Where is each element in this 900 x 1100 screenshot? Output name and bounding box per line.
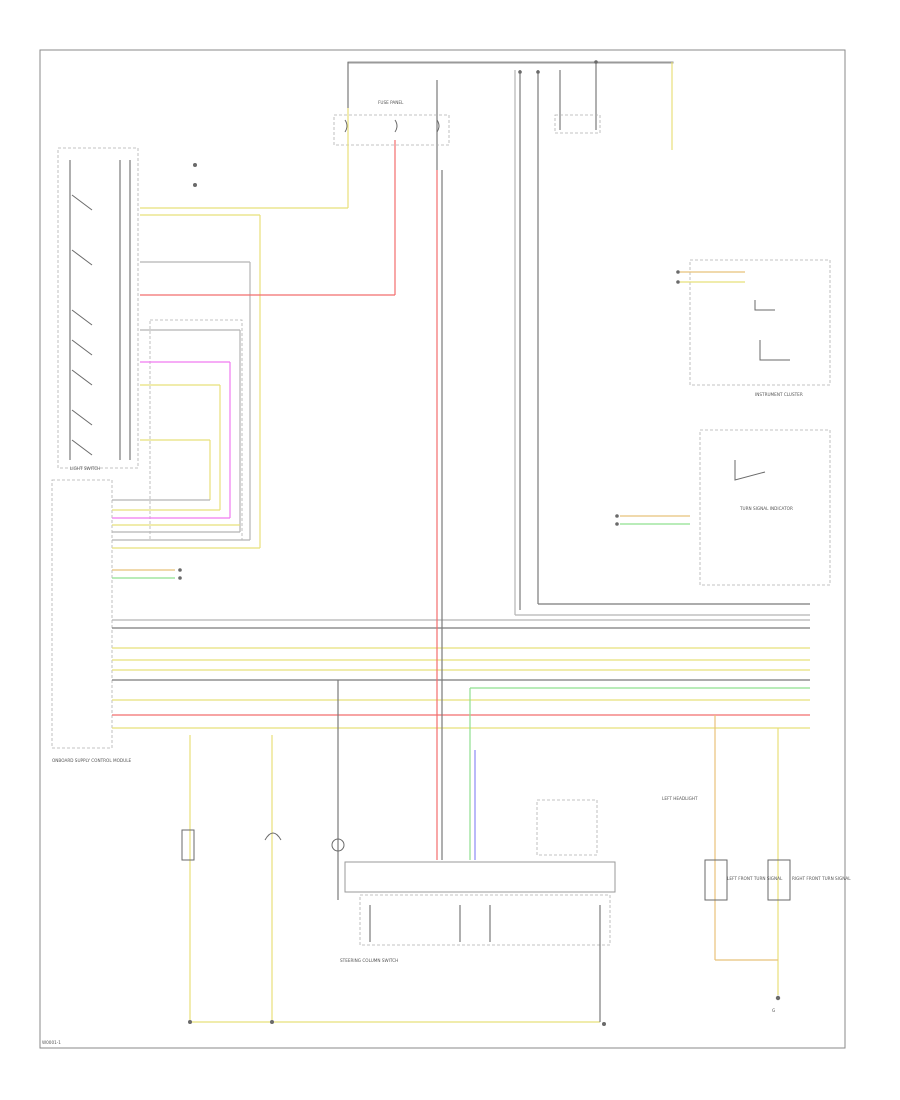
diagram-code: W0001-1: [42, 1040, 61, 1045]
ground-label: G: [772, 1008, 775, 1013]
light-switch: LIGHT SWITCH: [57, 147, 197, 471]
turn-signal-indicator: TURN SIGNAL INDICATOR: [615, 429, 831, 586]
diagram-border: [39, 49, 846, 1049]
turn-signal-indicator-label: TURN SIGNAL INDICATOR: [739, 506, 793, 511]
fuse-panel: FUSE PANEL: [333, 60, 674, 610]
fuse-panel-label: FUSE PANEL: [378, 100, 404, 105]
right-front-turn-signal: [767, 859, 791, 901]
left-front-turn-signal-label: LEFT FRONT TURN SIGNAL: [727, 876, 783, 881]
left-front-turn-signal: [704, 859, 728, 901]
light-switch-label: LIGHT SWITCH: [70, 466, 100, 471]
steering-column-switch-label: STEERING COLUMN SWITCH: [340, 958, 398, 963]
left-headlight-label: LEFT HEADLIGHT: [662, 796, 698, 801]
ground-symbols: G: [188, 995, 781, 1026]
left-headlight: [536, 799, 598, 856]
instrument-cluster-label: INSTRUMENT CLUSTER: [755, 392, 803, 397]
onboard-module-label: ONBOARD SUPPLY CONTROL MODULE: [52, 758, 132, 763]
right-front-turn-signal-label: RIGHT FRONT TURN SIGNAL: [792, 876, 851, 881]
onboard-supply-control-module: ONBOARD SUPPLY CONTROL MODULE: [51, 479, 132, 763]
instrument-cluster: INSTRUMENT CLUSTER: [676, 259, 831, 397]
steering-column-switch: STEERING COLUMN SWITCH: [340, 861, 616, 1022]
